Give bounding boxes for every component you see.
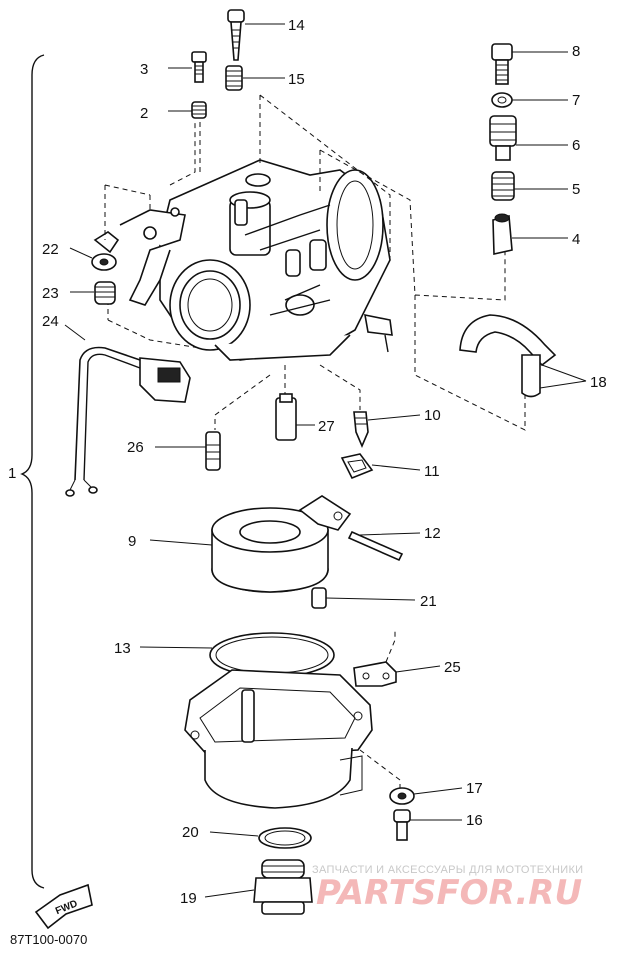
dash-lines-body: [104, 94, 526, 431]
callout-17: 17: [466, 780, 483, 797]
part-23-spring: [94, 281, 116, 305]
part-18-hose: [459, 314, 557, 398]
part-4-plunger: [492, 213, 513, 255]
part-25-bracket: [353, 628, 397, 687]
part-8-screw: [491, 43, 513, 85]
part-5-spring: [491, 171, 515, 201]
callout-13: 13: [114, 640, 131, 657]
part-7-nut: [491, 92, 513, 108]
callout-23: 23: [42, 285, 59, 302]
callout-19: 19: [180, 890, 197, 907]
part-14-screw: [227, 9, 245, 61]
callout-9: 9: [128, 533, 136, 550]
part-16-screw: [393, 809, 411, 841]
float-bowl: [184, 669, 401, 809]
part-13-gasket: [209, 632, 335, 678]
drawing-code: 87T100-0070: [10, 932, 87, 947]
callout-leaders: [64, 23, 587, 898]
part-24-sensor: [65, 346, 191, 497]
part-20-oring: [258, 827, 312, 849]
callout-3: 3: [140, 61, 148, 78]
callout-8: 8: [572, 43, 580, 60]
part-22-washer: [91, 253, 117, 271]
assembly-brace: [20, 54, 45, 889]
callout-7: 7: [572, 92, 580, 109]
callout-25: 25: [444, 659, 461, 676]
callout-6: 6: [572, 137, 580, 154]
callout-24: 24: [42, 313, 59, 330]
part-27-jet: [275, 393, 297, 441]
part-21-screw: [311, 587, 327, 609]
callout-27: 27: [318, 418, 335, 435]
callout-16: 16: [466, 812, 483, 829]
callout-20: 20: [182, 824, 199, 841]
callout-1: 1: [8, 465, 16, 482]
callout-15: 15: [288, 71, 305, 88]
callout-11: 11: [424, 463, 440, 480]
callout-18: 18: [590, 374, 607, 391]
callout-10: 10: [424, 407, 441, 424]
part-2-spring: [191, 101, 207, 119]
part-10-needle-valve: [353, 411, 369, 449]
part-19-drain-plug: [253, 859, 313, 915]
watermark-logo: PARTSFOR.RU: [316, 873, 582, 913]
callout-5: 5: [572, 181, 580, 198]
part-3-screw: [191, 51, 207, 83]
callout-14: 14: [288, 17, 305, 34]
callout-4: 4: [572, 231, 580, 248]
carburetor-body: [93, 159, 393, 361]
part-15-spring: [225, 65, 243, 91]
callout-12: 12: [424, 525, 441, 542]
part-17-nut: [389, 787, 415, 805]
watermark-caption: ЗАПЧАСТИ И АКСЕССУАРЫ ДЛЯ МОТОТЕХНИКИ: [312, 864, 583, 876]
callout-2: 2: [140, 105, 148, 122]
fwd-arrow: FWD: [34, 883, 93, 930]
callout-21: 21: [420, 593, 437, 610]
part-6-fitting: [489, 115, 517, 161]
part-12-pin: [347, 530, 404, 562]
part-11-clip: [340, 453, 374, 480]
callout-22: 22: [42, 241, 59, 258]
part-9-float: [211, 495, 352, 593]
part-26-jet: [205, 431, 221, 471]
callout-26: 26: [127, 439, 144, 456]
